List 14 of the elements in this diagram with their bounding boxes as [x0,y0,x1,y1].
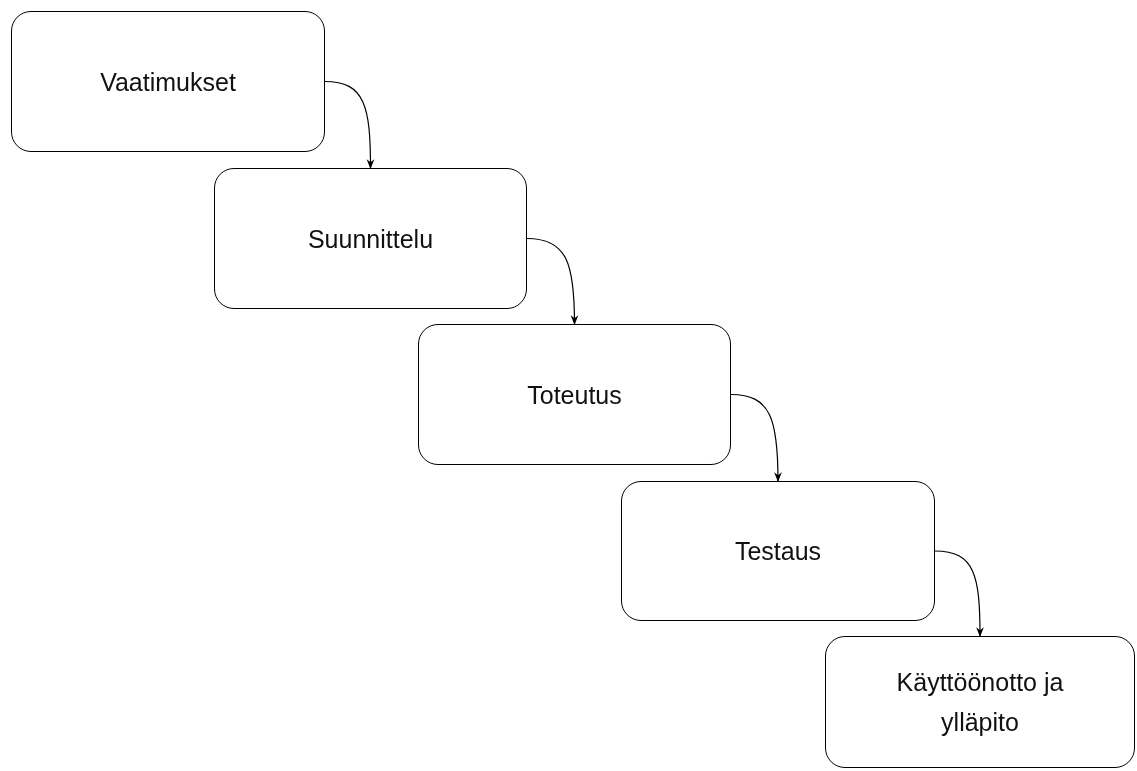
process-box [418,324,731,465]
curved-arrow [730,393,782,482]
process-box [214,168,527,309]
step-label: Testaus [734,536,822,567]
step-label: Suunnittelu [307,223,434,255]
curved-arrow [526,237,579,325]
curved-arrow [934,550,984,637]
step-label: Käyttöönotto ja ylläpito [895,667,1065,738]
process-box [621,481,935,621]
step-label: Vaatimukset [100,66,236,98]
process-box [825,636,1135,768]
curved-arrow [324,80,375,169]
process-box [11,11,325,152]
step-label: Toteutus [527,379,622,411]
